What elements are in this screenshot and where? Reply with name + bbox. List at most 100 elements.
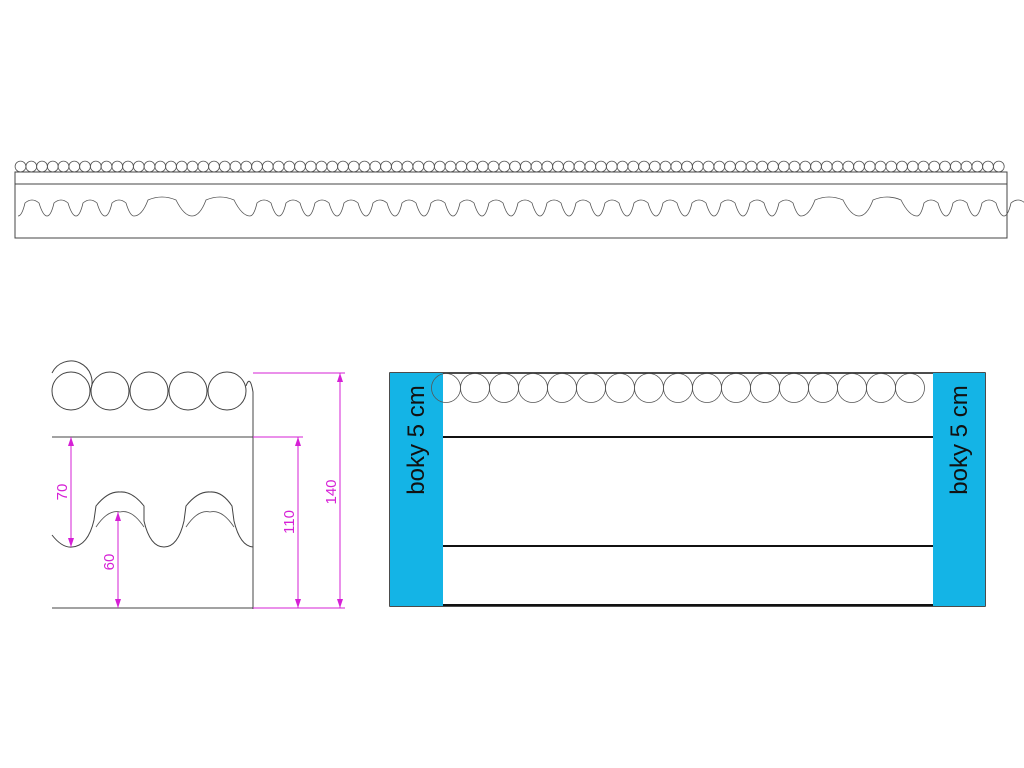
scallop-circle [57, 160, 70, 173]
scallop-circle [100, 160, 113, 173]
scallop-circle [831, 160, 844, 173]
detail-right-edge [245, 380, 254, 609]
scallop-circle [573, 160, 586, 173]
scallop-circle [261, 160, 274, 173]
scallop-circle [401, 160, 414, 173]
scallop-circle [165, 160, 177, 173]
side-view-frame [389, 372, 986, 607]
scallop-circle [208, 160, 220, 173]
dimension-label-140: 140 [323, 479, 340, 504]
scallop-circle [713, 160, 726, 173]
long-strip-scallop-row [14, 160, 1005, 173]
scallop-circle [638, 160, 650, 173]
scallop-circle [304, 160, 317, 173]
detail-scallop-row [51, 360, 254, 609]
dimension-label-110: 110 [281, 510, 298, 534]
scallop-circle [229, 160, 242, 173]
scallop-circle [659, 160, 672, 173]
left-side-panel [390, 373, 443, 606]
scallop-circle [272, 160, 285, 173]
scallop-circle [197, 160, 210, 173]
scallop-circle [315, 160, 328, 173]
scallop-circle [595, 160, 607, 173]
scallop-circle [853, 160, 865, 173]
scallop-circle [552, 160, 564, 173]
scallop-circle [648, 160, 661, 173]
side-scallop-row [431, 373, 925, 403]
scallop-circle [519, 160, 532, 173]
dimension-mid-height: 110 [281, 437, 301, 608]
scallop-circle [691, 160, 704, 173]
detail-scallop-edge [51, 360, 93, 392]
scallop-circle [724, 160, 736, 173]
scallop-circle [949, 160, 962, 173]
scallop-circle [476, 160, 489, 173]
detail-scallop-circle [129, 371, 169, 411]
scallop-circle [186, 160, 199, 173]
right-side-label: boky 5 cm [946, 385, 973, 494]
scallop-circle [928, 160, 941, 173]
scallop-circle [960, 160, 973, 173]
detail-view: 70 60 110 140 [51, 360, 345, 609]
scallop-circle [283, 160, 296, 173]
long-strip [14, 160, 1024, 239]
scallop-circle [380, 160, 392, 173]
scallop-circle [992, 160, 1005, 173]
scallop-circle [842, 160, 855, 173]
scallop-circle [36, 160, 48, 173]
scallop-circle [358, 160, 371, 173]
detail-wave-inner [185, 511, 235, 528]
scallop-circle [455, 160, 468, 173]
side-scallop-circle [895, 373, 925, 403]
scallop-circle [777, 160, 790, 173]
scallop-circle [90, 160, 102, 173]
scallop-circle [509, 160, 521, 173]
scallop-circle [939, 160, 951, 173]
scallop-circle [466, 160, 478, 173]
scallop-circle [863, 160, 876, 173]
scallop-circle [337, 160, 349, 173]
long-strip-outline [14, 171, 1008, 239]
scallop-circle [369, 160, 382, 173]
scallop-circle [390, 160, 403, 173]
scallop-circle [584, 160, 597, 173]
dimension-bump-height: 70 [54, 437, 74, 547]
scallop-circle [810, 160, 822, 173]
scallop-circle [896, 160, 908, 173]
scallop-circle [756, 160, 769, 173]
scallop-circle [982, 160, 994, 173]
scallop-circle [176, 160, 188, 173]
dimension-total-height: 140 [323, 373, 343, 608]
scallop-circle [433, 160, 446, 173]
scallop-circle [487, 160, 500, 173]
scallop-circle [745, 160, 758, 173]
detail-wave-profile [51, 491, 254, 548]
scallop-circle [616, 160, 629, 173]
scallop-circle [541, 160, 554, 173]
scallop-circle [605, 160, 618, 173]
scallop-circle [874, 160, 887, 173]
scallop-circle [79, 160, 91, 173]
scallop-circle [820, 160, 833, 173]
scallop-circle [294, 160, 306, 173]
scallop-circle [788, 160, 801, 173]
scallop-circle [111, 160, 124, 173]
detail-wave-inner [95, 511, 145, 528]
scallop-circle [219, 160, 231, 173]
scallop-circle [971, 160, 984, 173]
scallop-circle [347, 160, 360, 173]
dimension-base-height: 60 [101, 512, 121, 608]
detail-scallop-circle [51, 371, 91, 411]
scallop-circle [906, 160, 919, 173]
scallop-circle [627, 160, 640, 173]
left-side-label: boky 5 cm [403, 385, 430, 494]
scallop-circle [530, 160, 543, 173]
scallop-circle [46, 160, 59, 173]
scallop-circle [143, 160, 156, 173]
detail-scallop-circle [90, 371, 130, 411]
scallop-circle [885, 160, 898, 173]
scallop-circle [734, 160, 747, 173]
scallop-circle [68, 160, 81, 173]
right-side-panel [933, 373, 985, 606]
detail-scallop-circle [207, 371, 247, 411]
